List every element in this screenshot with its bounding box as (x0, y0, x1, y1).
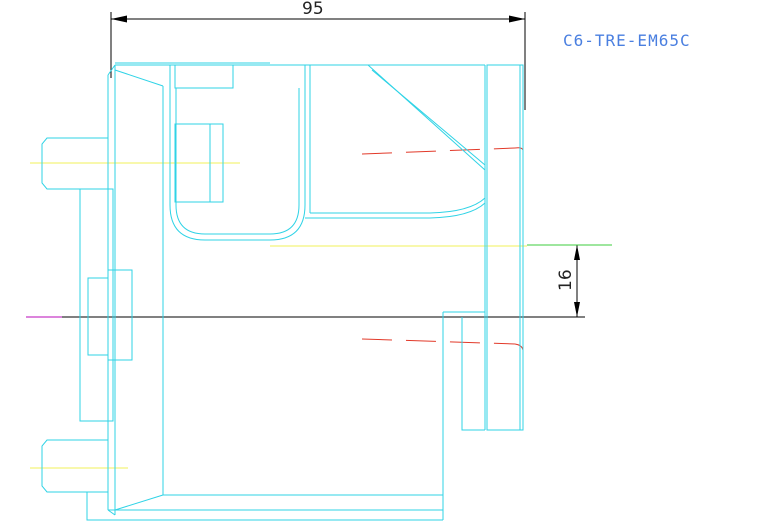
width-dimension-value: 95 (302, 0, 324, 19)
pump-body-outline (41, 62, 524, 521)
part-code-label: C6-TRE-EM65C (563, 31, 691, 50)
centerlines (26, 162, 612, 469)
width-dimension: 95 (110, 0, 526, 110)
offset-dimension-value: 16 (556, 269, 576, 291)
offset-dimension: 16 (527, 244, 585, 318)
